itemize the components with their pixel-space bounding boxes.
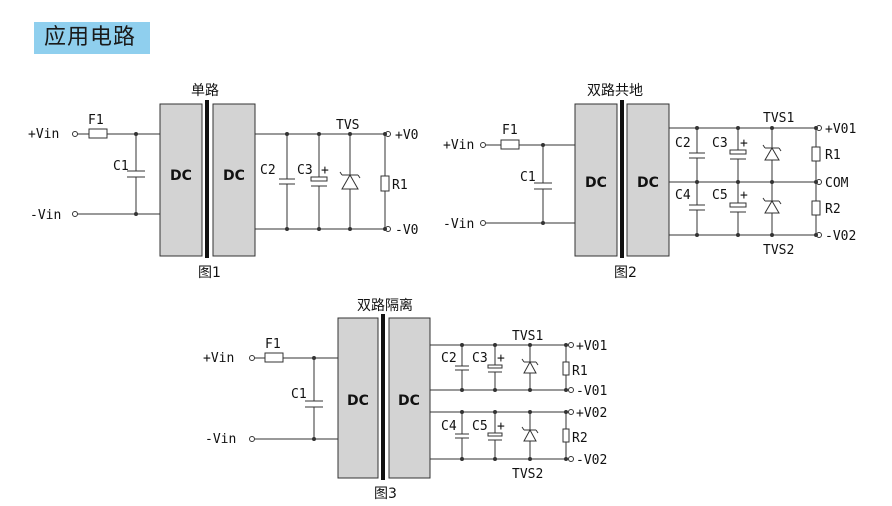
fig3-tvs2-label: TVS2 (512, 467, 543, 482)
fig1-tvs-label: TVS (336, 118, 359, 133)
fig1-heading: 单路 (191, 83, 219, 99)
fig3-c3-plus: + (497, 351, 505, 366)
fig3-c1-label: C1 (291, 387, 307, 402)
fig1-dc-in-label: DC (170, 168, 192, 184)
figure-2-dual-common-ground: 双路共地 图2 +Vin -Vin F1 C1 DC DC +V01 COM -… (443, 83, 856, 281)
fig1-c3 (310, 176, 328, 182)
fig2-fuse (500, 139, 520, 150)
fig1-vo-pos-label: +V0 (395, 128, 418, 143)
fig3-caption: 图3 (374, 486, 397, 502)
fig2-f1-label: F1 (502, 123, 518, 138)
fig2-vo2-neg-label: -V02 (825, 229, 856, 244)
fig3-dc-in-label: DC (347, 393, 369, 409)
fig2-r1-label: R1 (825, 148, 841, 163)
fig3-vin-neg-terminal (249, 436, 255, 442)
fig3-isolation-bar (381, 314, 385, 480)
fig1-fuse (88, 128, 108, 139)
fig2-r1 (811, 146, 821, 162)
fig3-vo2-neg-label: -V02 (576, 453, 607, 468)
fig2-vo1-pos-label: +V01 (825, 122, 856, 137)
fig2-c5-label: C5 (712, 188, 728, 203)
fig2-tvs2-label: TVS2 (763, 243, 794, 258)
fig1-c3-label: C3 (297, 163, 313, 178)
fig2-caption: 图2 (614, 265, 637, 281)
fig3-vo1-neg-terminal (568, 387, 574, 393)
fig2-tvs1-label: TVS1 (763, 111, 794, 126)
fig3-tvs1-label: TVS1 (512, 329, 543, 344)
fig2-c3-label: C3 (712, 136, 728, 151)
fig3-dc-output-block (388, 317, 431, 479)
fig2-dc-in-label: DC (585, 175, 607, 191)
fig3-vo1-pos-terminal (568, 342, 574, 348)
fig2-r2 (811, 200, 821, 216)
fig1-c1-label: C1 (113, 159, 129, 174)
fig3-c5 (487, 432, 503, 437)
section-title-background (34, 22, 150, 54)
fig1-isolation-bar (205, 100, 209, 258)
fig2-r2-label: R2 (825, 202, 841, 217)
fig3-vin-pos-terminal (249, 355, 255, 361)
fig3-c3 (487, 364, 503, 369)
fig1-vin-neg-terminal (72, 211, 78, 217)
fig2-dc-output-block (626, 103, 670, 257)
fig3-c5-plus: + (497, 419, 505, 434)
fig2-c2-label: C2 (675, 136, 691, 151)
fig3-r2-label: R2 (572, 431, 588, 446)
fig1-caption: 图1 (198, 265, 221, 281)
fig3-vin-pos-label: +Vin (203, 351, 234, 366)
fig2-isolation-bar (620, 100, 624, 258)
section-title: 应用电路 (44, 25, 137, 50)
fig2-c3 (729, 149, 747, 155)
fig3-c4-label: C4 (441, 419, 457, 434)
fig1-r1-label: R1 (392, 178, 408, 193)
fig3-c3-label: C3 (472, 351, 488, 366)
fig3-r1 (562, 361, 570, 376)
fig3-vo1-neg-label: -V01 (576, 384, 607, 399)
fig2-vin-pos-terminal (480, 142, 486, 148)
fig1-vo-neg-label: -V0 (395, 223, 418, 238)
fig3-r1-label: R1 (572, 364, 588, 379)
fig3-vo2-neg-terminal (568, 456, 574, 462)
fig1-r1 (380, 175, 390, 192)
fig3-vin-neg-label: -Vin (205, 432, 236, 447)
fig2-vin-pos-label: +Vin (443, 138, 474, 153)
fig3-dc-input-block (337, 317, 379, 479)
fig3-vo2-pos-label: +V02 (576, 406, 607, 421)
fig3-vo2-pos-terminal (568, 409, 574, 415)
fig1-vin-neg-label: -Vin (30, 208, 61, 223)
figure-1-single-output: 单路 图1 +Vin -Vin F1 C1 DC DC +V0 -V0 (28, 83, 418, 281)
fig2-c3-plus: + (740, 136, 748, 151)
fig1-dc-out-label: DC (223, 168, 245, 184)
fig1-dc-output-block (212, 103, 256, 257)
fig3-heading: 双路隔离 (357, 297, 413, 314)
fig2-heading: 双路共地 (587, 83, 643, 99)
fig2-dc-out-label: DC (637, 175, 659, 191)
fig3-dc-out-label: DC (398, 393, 420, 409)
fig3-c2-label: C2 (441, 351, 457, 366)
fig2-c1-label: C1 (520, 170, 536, 185)
fig3-r2 (562, 428, 570, 443)
fig1-c2-label: C2 (260, 163, 276, 178)
fig2-com-label: COM (825, 176, 849, 191)
fig2-c5 (729, 202, 747, 208)
fig1-vin-pos-terminal (72, 131, 78, 137)
fig3-f1-label: F1 (265, 337, 281, 352)
fig1-dc-input-block (159, 103, 203, 257)
fig2-c4-label: C4 (675, 188, 691, 203)
fig1-vin-pos-label: +Vin (28, 127, 59, 142)
fig2-c5-plus: + (740, 188, 748, 203)
fig2-vin-neg-terminal (480, 220, 486, 226)
fig3-fuse (264, 352, 284, 363)
fig1-f1-label: F1 (88, 113, 104, 128)
fig3-c5-label: C5 (472, 419, 488, 434)
fig2-dc-input-block (574, 103, 618, 257)
figure-3-dual-isolated: 双路隔离 图3 +Vin -Vin F1 C1 DC DC +V01 -V01 … (203, 297, 607, 502)
fig1-c3-plus: + (321, 163, 329, 178)
fig2-vin-neg-label: -Vin (443, 217, 474, 232)
fig3-vo1-pos-label: +V01 (576, 339, 607, 354)
